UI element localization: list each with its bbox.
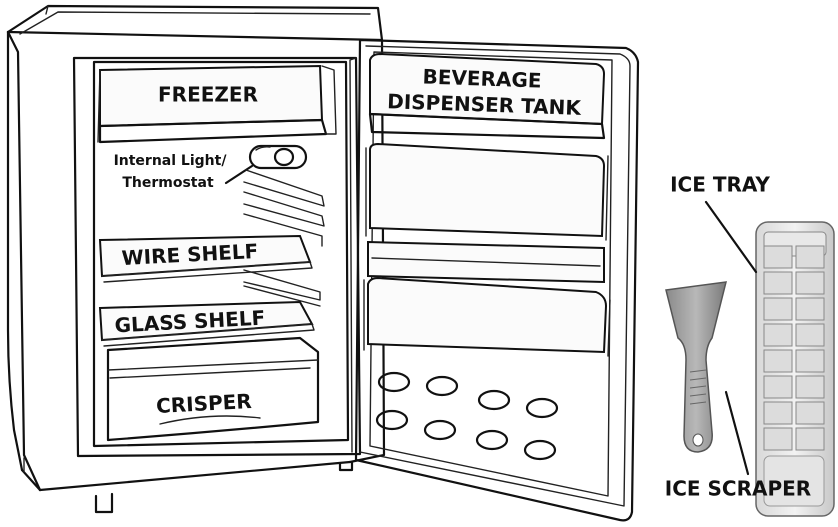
ice-tray-label: ICE TRAY: [670, 173, 770, 197]
beverage-dispenser-tank: BEVERAGE DISPENSER TANK: [370, 54, 604, 138]
internal-light-label-line1: Internal Light/: [114, 153, 228, 169]
egg-holders: [377, 373, 557, 459]
door-shelf-middle: [368, 242, 604, 282]
thermostat-knob: [250, 146, 306, 168]
ice-scraper: [666, 282, 726, 452]
door-shelf-upper: [366, 144, 608, 240]
ice-scraper-leader: [726, 392, 748, 474]
freezer-label: FREEZER: [158, 83, 258, 107]
crisper-drawer: CRISPER: [108, 338, 318, 440]
freezer-compartment: FREEZER: [98, 66, 336, 142]
door-shelf-lower: [364, 278, 610, 356]
ice-tray-leader: [706, 202, 756, 272]
internal-light-leader: [226, 166, 252, 183]
crisper-label: CRISPER: [156, 389, 253, 418]
beverage-label-line1: BEVERAGE: [422, 64, 542, 92]
wire-shelf: WIRE SHELF: [100, 236, 312, 282]
ice-tray: [756, 222, 834, 516]
ice-scraper-label: ICE SCRAPER: [665, 477, 811, 501]
internal-light-label-line2: Thermostat: [122, 175, 214, 191]
